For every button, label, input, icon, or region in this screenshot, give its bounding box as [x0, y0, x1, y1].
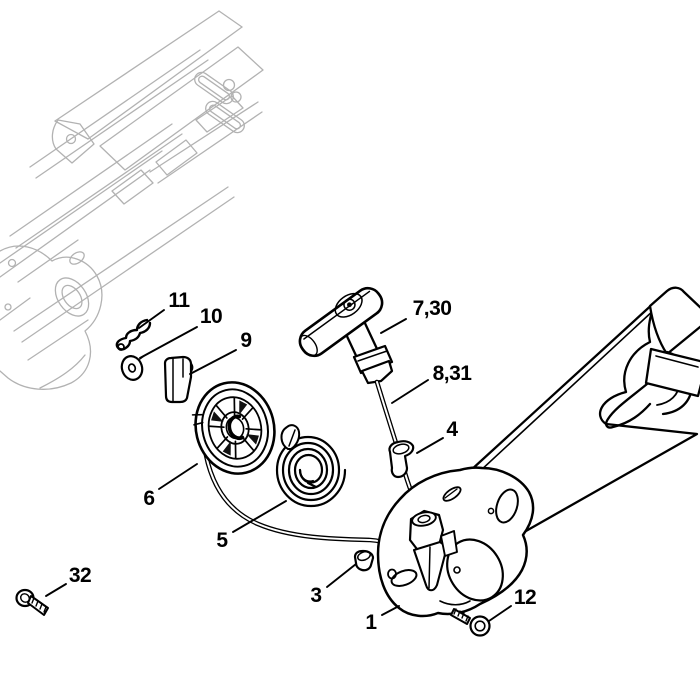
part-label-32: 32 — [68, 564, 92, 587]
rope-guide-bushing-drawing — [408, 509, 458, 592]
rope-pulley-drawing — [191, 381, 276, 475]
starter-handle-drawing — [298, 286, 394, 385]
leader-line-8-31 — [391, 379, 429, 404]
pawl-washer-clip-drawing — [115, 318, 194, 404]
leader-line-5 — [232, 500, 287, 533]
part-label-6: 6 — [143, 487, 155, 510]
ghost-assembly-drawing — [0, 10, 264, 390]
part-label-9: 9 — [240, 329, 252, 352]
part-label-1: 1 — [365, 611, 377, 634]
leader-line-32 — [45, 583, 67, 597]
leader-line-12 — [488, 605, 512, 622]
leader-line-1 — [381, 605, 400, 616]
part-label-8-31: 8,31 — [432, 362, 472, 385]
leader-line-4 — [416, 437, 444, 454]
leader-line-10 — [139, 326, 198, 359]
part-label-3: 3 — [310, 584, 322, 607]
leader-line-3 — [326, 563, 357, 588]
part-label-7-30: 7,30 — [412, 297, 452, 320]
part-label-10: 10 — [199, 305, 223, 328]
plug-drawing — [353, 549, 375, 572]
rewind-spring-drawing — [275, 424, 347, 508]
part-label-5: 5 — [216, 529, 228, 552]
leader-lines — [45, 309, 512, 622]
leader-line-6 — [158, 463, 198, 490]
part-label-12: 12 — [513, 586, 537, 609]
leader-line-9 — [189, 349, 237, 375]
rope-grommet-drawing — [388, 440, 415, 479]
part-label-11: 11 — [168, 289, 190, 312]
part-label-4: 4 — [446, 418, 458, 441]
leader-line-7-30 — [380, 318, 407, 334]
screws-drawing — [15, 588, 491, 637]
leader-line-11 — [138, 309, 165, 329]
